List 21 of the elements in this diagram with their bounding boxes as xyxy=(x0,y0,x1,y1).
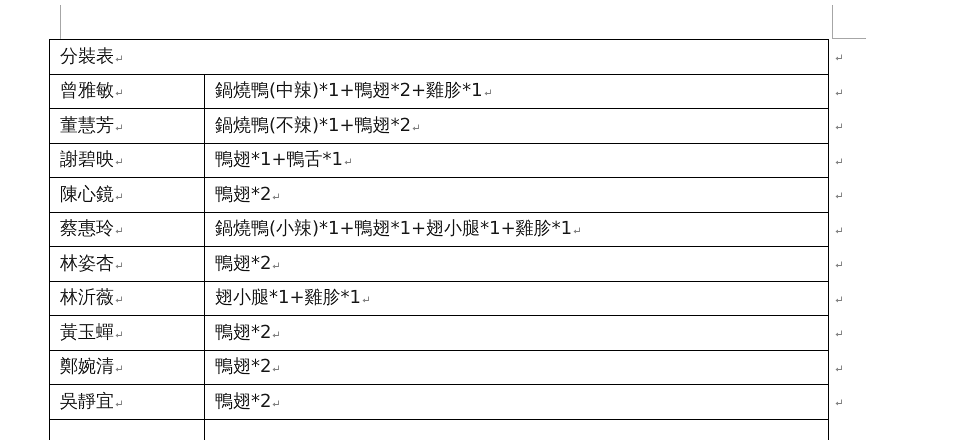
table-cell-text: 鴨翅*2 xyxy=(215,358,272,376)
table-cell-text: 鄭婉清 xyxy=(60,358,114,376)
table-cell-text: 鍋燒鴨(小辣)*1+鴨翅*1+翅小腿*1+雞胗*1 xyxy=(215,220,572,238)
table-cell-text: 董慧芳 xyxy=(60,116,114,135)
table-cell-text: 蔡惠玲 xyxy=(60,220,114,238)
table-cell-text: 謝碧映 xyxy=(60,151,114,170)
table-cell-text: 陳心鏡 xyxy=(60,186,114,204)
table-cell-text: 鍋燒鴨(中辣)*1+鴨翅*2+雞胗*1 xyxy=(215,82,483,100)
table-cell-text: 鴨翅*1+鴨舌*1 xyxy=(215,151,343,170)
table-cell-text: 林姿杏 xyxy=(60,254,114,273)
table-cell-text: 翅小腿*1+雞胗*1 xyxy=(215,289,361,308)
table-cell-text: 分裝表 xyxy=(60,48,114,66)
table-cell-text: 鴨翅*2 xyxy=(215,324,272,342)
table-cell-text: 曾雅敏 xyxy=(60,82,114,100)
table-cell-text: 黃玉蟬 xyxy=(60,324,114,342)
table-cell-text: 林沂薇 xyxy=(60,289,114,308)
table-cell-text: 鴨翅*2 xyxy=(215,392,272,411)
table-cell-text: 吳靜宜 xyxy=(60,392,114,411)
table-cell-text: 鍋燒鴨(不辣)*1+鴨翅*2 xyxy=(215,116,412,135)
table-cell-text: 鴨翅*2 xyxy=(215,186,272,204)
table-cell-text: 鴨翅*2 xyxy=(215,254,272,273)
